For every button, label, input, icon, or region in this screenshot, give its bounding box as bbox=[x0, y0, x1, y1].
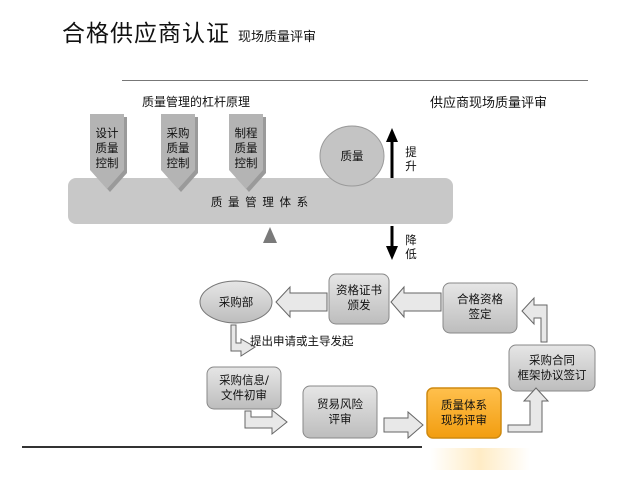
purchasing-dept-label: 采购部 bbox=[218, 295, 254, 309]
down-arrow-head bbox=[386, 246, 398, 260]
quality-weight-ellipse bbox=[319, 125, 385, 187]
arrow-signoff-to-cert bbox=[390, 285, 442, 319]
qualification-signoff-box bbox=[442, 282, 518, 334]
trade-risk-box bbox=[302, 385, 378, 439]
input-label-purchase: 采购 质量 控制 bbox=[166, 126, 190, 170]
input-label-process: 制程 质量 控制 bbox=[234, 126, 258, 170]
arrow-risk-to-quality bbox=[383, 410, 424, 440]
quality-system-label: 质量体系 现场评审 bbox=[441, 398, 487, 427]
contract-box bbox=[508, 344, 596, 392]
input-arrow-design-face bbox=[90, 114, 124, 189]
certificate-box bbox=[328, 273, 390, 325]
trade-risk-label: 贸易风险 评审 bbox=[317, 397, 363, 426]
contract-label: 采购合同 框架协议签订 bbox=[517, 353, 587, 382]
quality-weight-label: 质量 bbox=[340, 149, 364, 163]
lever-beam bbox=[68, 178, 453, 224]
arrow-contract-to-signoff bbox=[521, 296, 548, 343]
bottom-divider bbox=[22, 446, 422, 448]
arrow-purchasing-down bbox=[230, 324, 256, 357]
purchasing-dept-ellipse bbox=[199, 280, 273, 324]
input-arrow-process-face bbox=[229, 114, 263, 189]
purchase-info-label: 采购信息/ 文件初审 bbox=[219, 373, 269, 402]
request-text: 提出申请或主导发起 bbox=[250, 334, 354, 348]
decorative-glow bbox=[430, 448, 530, 470]
page-subtitle: 现场质量评审 bbox=[238, 30, 317, 45]
input-label-design: 设计 质量 控制 bbox=[95, 126, 119, 170]
fulcrum-triangle bbox=[263, 227, 277, 243]
quality-system-box bbox=[426, 387, 502, 439]
arrow-info-to-risk bbox=[244, 408, 288, 436]
input-arrow-purchase-face bbox=[161, 114, 195, 189]
arrow-quality-to-contract bbox=[507, 387, 550, 433]
up-arrow-head bbox=[386, 128, 398, 142]
arrow-cert-to-purchasing bbox=[275, 285, 328, 319]
panel-title: 供应商现场质量评审 bbox=[430, 96, 548, 111]
lever-caption: 质量管理的杠杆原理 bbox=[142, 95, 251, 109]
purchase-info-box bbox=[206, 366, 282, 410]
beam-label: 质 量 管 理 体 系 bbox=[210, 195, 310, 209]
certificate-label: 资格证书 颁发 bbox=[336, 283, 382, 312]
top-divider bbox=[122, 80, 588, 81]
up-label: 提 升 bbox=[405, 145, 417, 173]
qualification-signoff-label: 合格资格 签定 bbox=[457, 292, 503, 321]
page-title: 合格供应商认证 bbox=[62, 21, 230, 47]
down-label: 降 低 bbox=[405, 233, 417, 261]
